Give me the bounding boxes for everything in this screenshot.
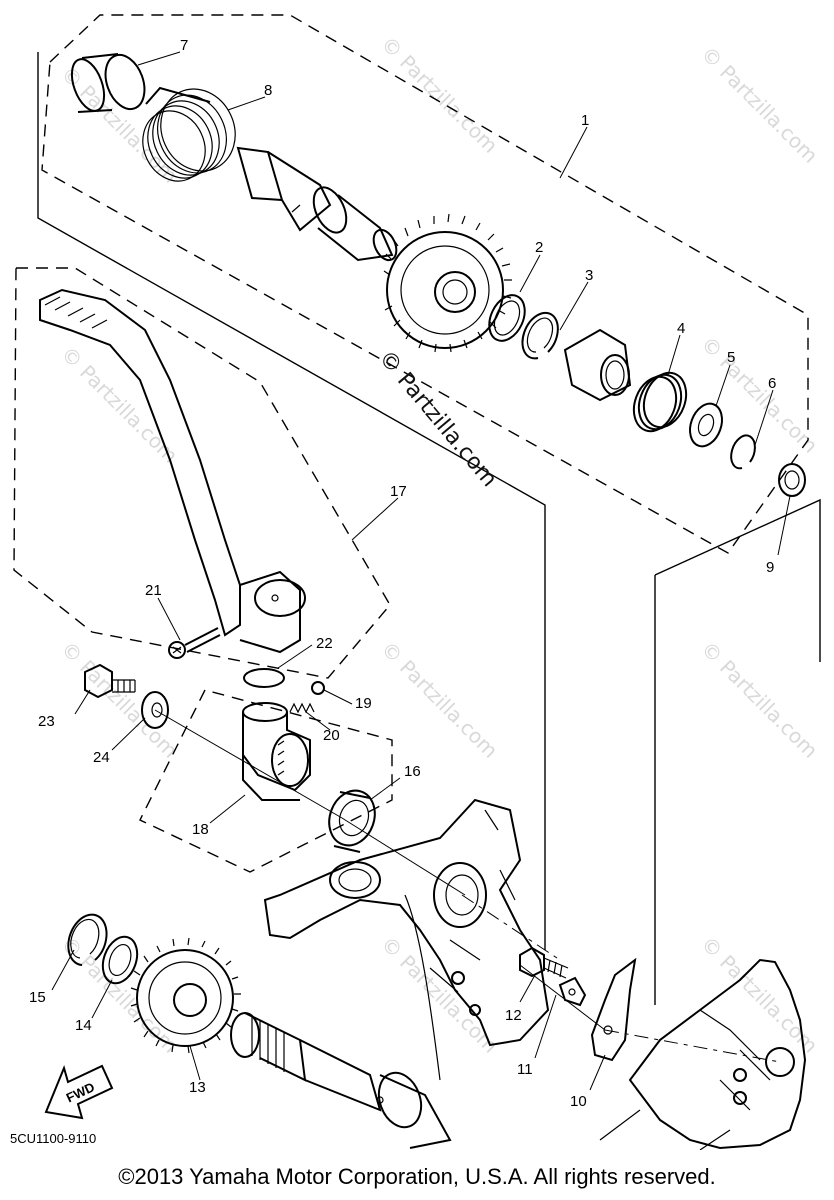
watermark: © Partzilla.com (56, 637, 182, 763)
callout-9: 9 (766, 559, 774, 576)
callout-22: 22 (316, 635, 333, 652)
plate-part-10 (590, 957, 637, 1062)
callout-10: 10 (570, 1093, 587, 1110)
circlip-part-6 (730, 434, 756, 470)
spring-part-20 (289, 702, 315, 714)
callout-8: 8 (264, 82, 272, 99)
callout-2: 2 (535, 239, 543, 256)
callout-17: 17 (390, 483, 407, 500)
watermark: © Partzilla.com (376, 932, 502, 1058)
circlip-part-3 (521, 311, 559, 360)
callout-3: 3 (585, 267, 593, 284)
callout-16: 16 (404, 763, 421, 780)
watermark: © Partzilla.com (56, 62, 182, 188)
kick-crank-part (39, 288, 306, 654)
ball-part-19 (311, 681, 325, 695)
callout-18: 18 (192, 821, 209, 838)
group-boundary-18 (139, 689, 393, 873)
callout-labels: 1 2 3 4 5 6 7 8 9 10 11 12 13 14 15 16 1… (29, 37, 776, 1110)
callout-15: 15 (29, 989, 46, 1006)
boss-part-18 (242, 702, 311, 801)
watermark: © Partzilla.com (696, 42, 822, 168)
washer-part-5 (689, 402, 723, 448)
washer-part-14 (101, 935, 139, 985)
watermark: © Partzilla.com (696, 637, 822, 763)
lower-shaft-part (230, 1012, 452, 1149)
callout-12: 12 (505, 1007, 522, 1024)
callout-5: 5 (727, 349, 735, 366)
bolt-part-12 (519, 946, 569, 979)
callout-11: 11 (517, 1061, 533, 1078)
oring-part-22 (243, 668, 285, 688)
watermark: © Partzilla.com (376, 32, 502, 158)
case-housing (599, 958, 807, 1150)
idle-gear-part-13 (130, 937, 241, 1054)
bolt-part-21 (168, 627, 221, 659)
parts-diagram: © Partzilla.com © Partzilla.com © Partzi… (13, 14, 823, 1150)
washer-part-2 (488, 294, 526, 342)
callout-21: 21 (145, 582, 162, 599)
callout-6: 6 (768, 375, 776, 392)
kick-gear-part (383, 213, 512, 353)
group-boundary-17 (13, 267, 391, 679)
stopper-part-11 (558, 976, 587, 1007)
collar-part (70, 53, 146, 113)
callout-14: 14 (75, 1017, 92, 1034)
callout-24: 24 (93, 749, 110, 766)
watermark: © Partzilla.com (696, 932, 822, 1058)
crankcase-section (263, 798, 550, 1081)
callout-20: 20 (323, 727, 340, 744)
callout-19: 19 (355, 695, 372, 712)
bolt-part-23 (84, 663, 136, 699)
callout-1: 1 (581, 112, 589, 129)
ratchet-part (563, 328, 632, 402)
callout-7: 7 (180, 37, 188, 54)
group-boundary-1 (41, 14, 809, 554)
washer-part-24 (141, 691, 169, 729)
fwd-arrow-icon: FWD (44, 1064, 114, 1120)
copyright-notice: ©2013 Yamaha Motor Corporation, U.S.A. A… (118, 1164, 716, 1189)
callout-4: 4 (677, 320, 685, 337)
kick-shaft-part (236, 146, 398, 262)
oil-seal-part-16 (328, 789, 376, 853)
watermark: © Partzilla.com (376, 637, 502, 763)
assembly-frame (37, 52, 821, 1005)
leader-lines (51, 51, 791, 1091)
callout-13: 13 (189, 1079, 206, 1096)
watermark: © Partzilla.com (56, 342, 182, 468)
watermark-layer: © Partzilla.com © Partzilla.com © Partzi… (56, 32, 822, 1058)
callout-23: 23 (38, 713, 55, 730)
watermark: © Partzilla.com (56, 932, 182, 1058)
fwd-label: FWD (64, 1079, 97, 1105)
drawing-code: 5CU1100-9110 (10, 1131, 97, 1146)
washer-part-9 (778, 463, 806, 497)
torsion-spring-part (142, 86, 236, 182)
spring-part-4 (632, 371, 688, 433)
